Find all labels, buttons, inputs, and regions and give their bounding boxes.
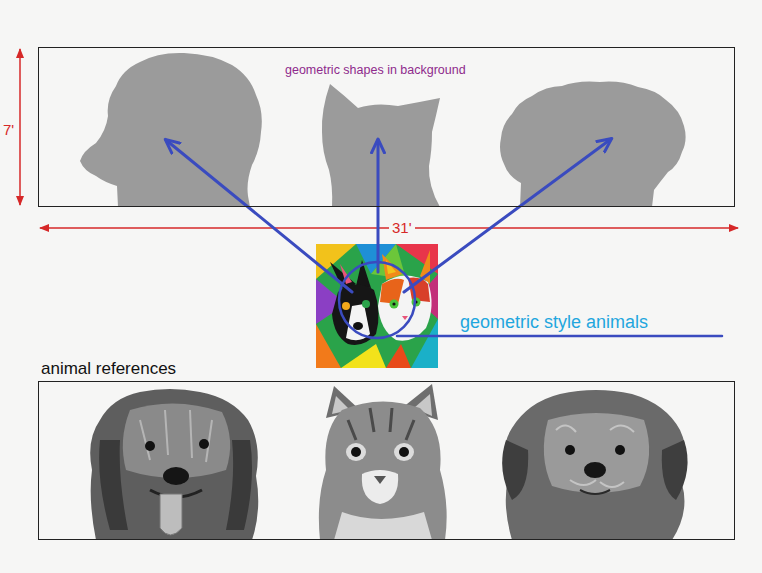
reference-arrow [404, 139, 611, 292]
geometric-artwork [362, 300, 370, 308]
section-heading: animal references [41, 359, 176, 379]
dog-silhouette [80, 53, 262, 207]
reference-band: animal references [38, 381, 735, 540]
cat-photo [351, 447, 361, 457]
reference-arrow [166, 140, 352, 292]
dog-photo [556, 425, 634, 487]
dog-photo [90, 389, 258, 540]
geometric-artwork [390, 300, 399, 309]
dog-photo [199, 439, 209, 449]
reference-photos [90, 384, 687, 540]
geometric-artwork [341, 344, 386, 368]
dog-silhouette [500, 82, 686, 208]
reference-arrow [377, 140, 380, 272]
dog-photo [163, 467, 189, 485]
band-heading: geometric shapes in background [285, 60, 466, 80]
dimension-label: 31' [389, 218, 415, 238]
cat-photo [399, 447, 409, 457]
geometric-artwork [402, 316, 408, 320]
cat-photo [362, 470, 398, 504]
dimension-label: 7' [3, 120, 14, 140]
dog-photo [123, 403, 230, 478]
cat-photo [346, 443, 366, 461]
cat-photo [348, 408, 414, 440]
geometric-artwork [382, 254, 402, 280]
dog-photo [662, 440, 688, 500]
cat-silhouette [322, 84, 440, 207]
silhouettes [80, 53, 686, 207]
cat-photo [319, 384, 447, 540]
geometric-artwork [378, 275, 432, 340]
geometric-artwork [342, 302, 350, 310]
background-band: geometric shapes in background [38, 47, 735, 207]
dog-photo [145, 441, 155, 451]
cat-photo [334, 512, 432, 540]
geometric-artwork [346, 304, 370, 340]
cat-photo [319, 401, 447, 540]
geometric-artwork [392, 302, 395, 305]
dog-photo [584, 462, 606, 478]
dog-photo [502, 440, 528, 500]
geometric-artwork [386, 344, 411, 368]
geometric-artwork [353, 322, 363, 330]
dog-photo [580, 490, 610, 494]
dog-photo [615, 445, 625, 455]
dog-photo [160, 494, 182, 535]
dog-photo [565, 445, 575, 455]
cat-photo [394, 443, 414, 461]
dog-photo [502, 390, 687, 540]
leader-line [397, 335, 722, 338]
blue-callouts [166, 139, 722, 338]
dog-photo [90, 389, 258, 540]
cat-photo [374, 476, 386, 484]
callout-label: geometric style animals [460, 312, 648, 332]
dog-photo [504, 390, 687, 540]
dog-photo [544, 413, 649, 493]
dog-photo [226, 440, 252, 530]
height-dimension [19, 49, 21, 205]
highlight-circle [339, 262, 415, 338]
dog-photo [140, 410, 212, 462]
